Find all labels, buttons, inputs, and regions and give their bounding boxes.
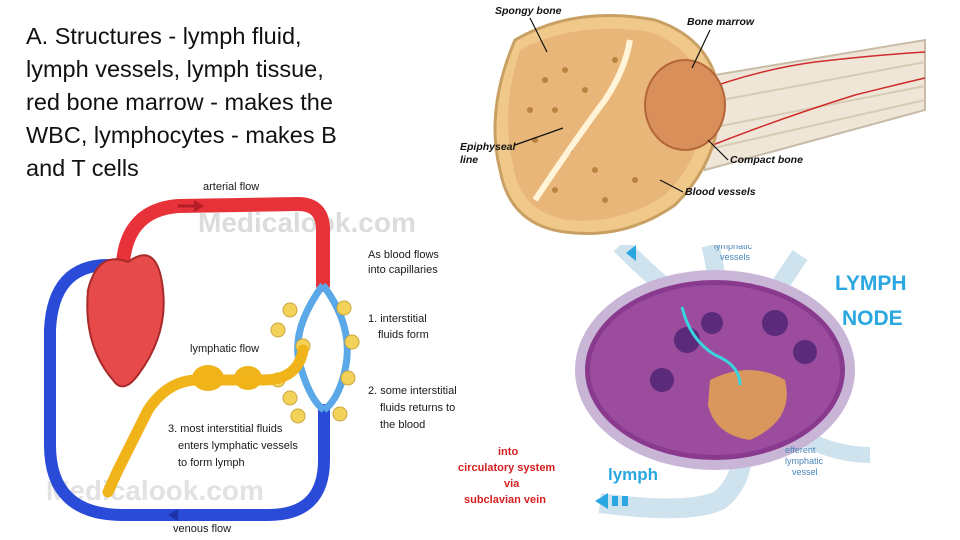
- venous-flow-label: venous flow: [173, 523, 231, 535]
- step-2-note: fluids returns to: [380, 402, 455, 414]
- circulation-diagram: Medicalook.com Medicalook.com arterial f…: [44, 181, 457, 535]
- capillaries-note: into capillaries: [368, 264, 438, 276]
- lymph-label: lymph: [608, 465, 658, 484]
- text-line: WBC, lymphocytes - makes B: [26, 122, 337, 148]
- step-2-note: the blood: [380, 419, 425, 431]
- efferent-label: lymphatic: [785, 456, 824, 466]
- lymph-direction-arrows: [595, 493, 628, 509]
- arterial-flow-label: arterial flow: [203, 181, 259, 193]
- step-1-note: fluids form: [378, 329, 429, 341]
- lymph-node-cortex: [590, 285, 840, 455]
- bone-diagram: Spongy bone Bone marrow Epiphyseal line …: [460, 5, 926, 235]
- afferent-label: vessels: [720, 252, 751, 262]
- lymph-node-title: NODE: [842, 307, 903, 330]
- blood-vessel-line: [699, 77, 926, 151]
- lymph-node-medulla: [708, 370, 787, 440]
- circulatory-label: subclavian vein: [464, 494, 546, 506]
- arrow-icon: [194, 200, 204, 212]
- lymph-channel: [680, 306, 742, 386]
- heart: [86, 254, 165, 388]
- interstitial-fluid-cells: [270, 300, 360, 424]
- circulatory-label: into: [498, 446, 518, 458]
- arrow-icon: [626, 245, 636, 261]
- epiphyseal-line: [532, 39, 633, 202]
- step-3-note: enters lymphatic vessels: [178, 440, 298, 452]
- leader-line: [529, 17, 548, 53]
- lymph-node-diagram: lymphatic vessels LYMPH NODE efferent ly…: [458, 245, 907, 519]
- step-2-note: 2. some interstitial: [368, 385, 457, 397]
- circulatory-label: via: [504, 478, 520, 490]
- epiphyseal-line-label: line: [460, 154, 478, 166]
- spongy-bone-label: Spongy bone: [495, 5, 562, 17]
- step-3-note: 3. most interstitial fluids: [168, 423, 283, 435]
- lymphatic-flow-label: lymphatic flow: [190, 343, 259, 355]
- compact-bone-label: Compact bone: [730, 154, 803, 166]
- leader-line: [691, 29, 711, 69]
- blood-vessels-label: Blood vessels: [685, 186, 756, 198]
- step-1-note: 1. interstitial: [368, 313, 427, 325]
- epiphyseal-line-label: Epiphyseal: [460, 141, 517, 153]
- text-line: lymph vessels, lymph tissue,: [26, 56, 324, 82]
- leader-line: [659, 179, 684, 193]
- leader-line: [707, 139, 729, 161]
- afferent-label: lymphatic: [714, 245, 753, 251]
- text-line: and T cells: [26, 155, 139, 181]
- blood-vessel-line: [689, 51, 926, 96]
- arrow-icon: [168, 509, 178, 521]
- text-line: red bone marrow - makes the: [26, 89, 333, 115]
- efferent-label: vessel: [792, 467, 818, 477]
- text-line: A. Structures - lymph fluid,: [26, 23, 302, 49]
- lymph-node-title: LYMPH: [835, 272, 907, 295]
- efferent-label: efferent: [785, 445, 816, 455]
- leader-line: [514, 127, 564, 146]
- capillaries-note: As blood flows: [368, 249, 439, 261]
- slide-body-text: A. Structures - lymph fluid, lymph vesse…: [26, 20, 446, 185]
- circulatory-label: circulatory system: [458, 462, 555, 474]
- step-3-note: to form lymph: [178, 457, 245, 469]
- lymph-node-bulge: [192, 365, 224, 391]
- bone-marrow: [644, 59, 726, 151]
- bone-marrow-label: Bone marrow: [687, 16, 755, 28]
- vein-vessel: [44, 259, 330, 521]
- lymph-node-bulge: [234, 366, 262, 390]
